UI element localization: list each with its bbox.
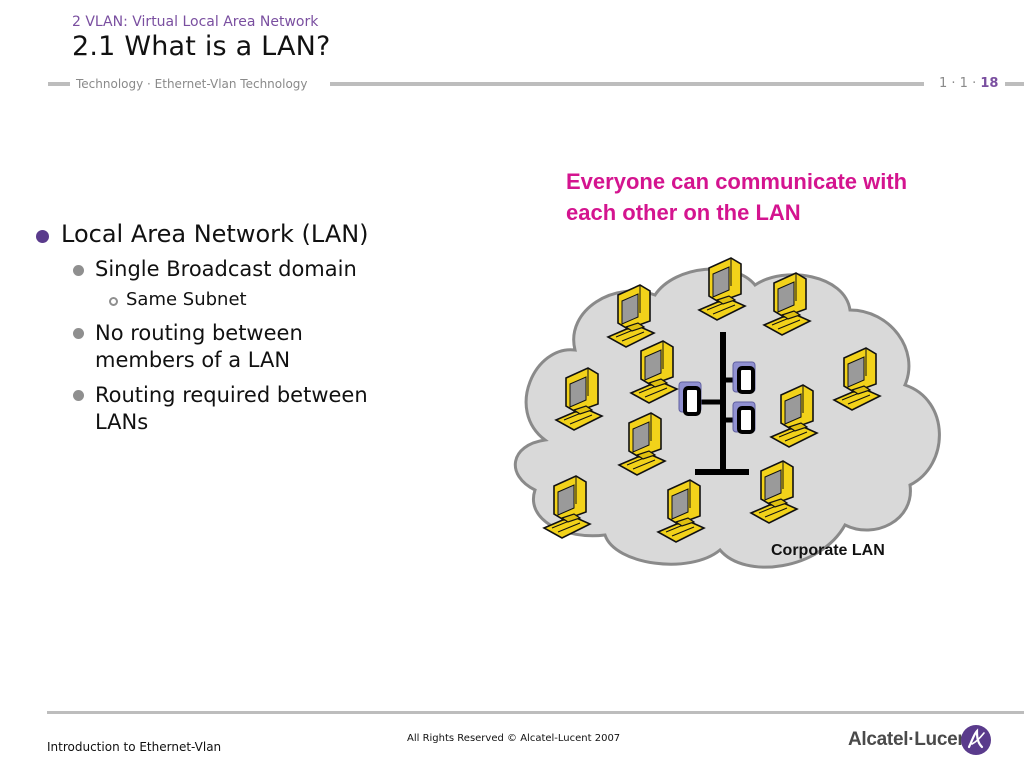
section-title: 2 VLAN: Virtual Local Area Network (72, 14, 319, 30)
alcatel-lucent-logo-icon (961, 725, 991, 755)
bullet-dot-level1 (36, 230, 49, 243)
bullet-dot-level2 (73, 265, 84, 276)
bullet-lan: Local Area Network (LAN) (61, 220, 369, 248)
bullet-dot-level2 (73, 328, 84, 339)
corporate-lan-label: Corporate LAN (771, 542, 885, 559)
bullet-ring-level3 (109, 297, 118, 306)
footer-course-title: Introduction to Ethernet-Vlan (47, 740, 222, 754)
bullet-no-routing-line2: members of a LAN (95, 348, 291, 372)
bullet-routing-line2: LANs (95, 410, 149, 434)
slide-subtitle: Technology · Ethernet-Vlan Technology (74, 77, 310, 91)
bullet-dot-level2 (73, 390, 84, 401)
callout-line1: Everyone can communicate with (566, 169, 908, 194)
page-prefix: 1 · 1 · (939, 76, 977, 91)
footer-rule (47, 711, 1024, 714)
callout-text: Everyone can communicate with each other… (566, 166, 986, 228)
bullet-subnet: Same Subnet (126, 289, 247, 310)
header-rule-left (48, 82, 70, 86)
page-number: 1 · 1 · 18 (936, 76, 1002, 91)
slide-title: 2.1 What is a LAN? (72, 31, 331, 62)
switch-icon (678, 332, 756, 475)
bullet-no-routing-line1: No routing between (95, 321, 303, 345)
page-number-value: 18 (980, 76, 999, 91)
bullet-routing: Routing required between LANs (95, 382, 368, 436)
lan-cloud-diagram (513, 257, 941, 569)
bullet-routing-line1: Routing required between (95, 383, 368, 407)
bullet-no-routing: No routing between members of a LAN (95, 320, 303, 374)
bullet-broadcast: Single Broadcast domain (95, 257, 357, 281)
brand-wordmark: Alcatel·Lucent (848, 729, 975, 750)
header-rule-right (1005, 82, 1024, 86)
header-rule-middle (330, 82, 924, 86)
callout-line2: each other on the LAN (566, 200, 801, 225)
footer-copyright: All Rights Reserved © Alcatel-Lucent 200… (407, 733, 621, 744)
